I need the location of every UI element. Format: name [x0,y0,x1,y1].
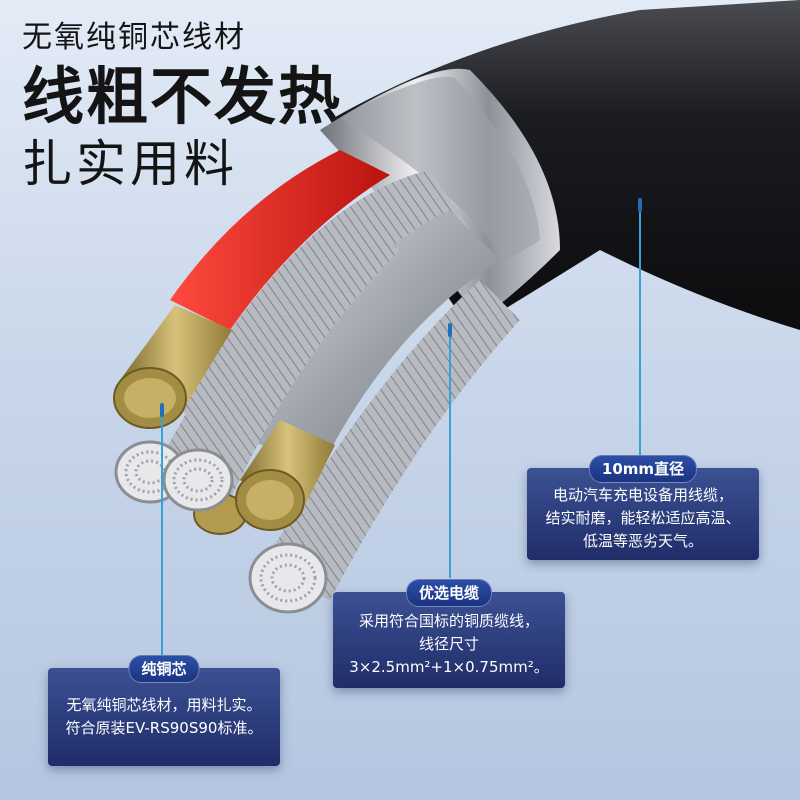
callout-core-line: 符合原装EV-RS90S90标准。 [65,719,263,737]
pointer-line-diameter [639,205,641,455]
copper-tip-right [235,420,335,531]
callout-cable-line: 采用符合国标的铜质缆线， [358,612,539,630]
strand-end-mid [162,448,234,512]
callout-cable-line: 线径尺寸 [418,635,479,653]
callout-diameter-line: 电动汽车充电设备用线缆， [552,486,733,504]
pointer-tip-cable [448,323,452,337]
callout-cable-line: 3×2.5mm²+1×0.75mm²。 [349,658,549,676]
callout-diameter-line: 结实耐磨，能轻松适应高温、 [545,509,741,527]
wire-red [170,150,390,330]
callout-cable: 优选电缆 采用符合国标的铜质缆线， 线径尺寸 3×2.5mm²+1×0.75mm… [333,579,565,688]
callout-cable-tag: 优选电缆 [405,579,493,607]
callout-diameter: 10mm直径 电动汽车充电设备用线缆， 结实耐磨，能轻松适应高温、 低温等恶劣天… [527,455,759,560]
pointer-tip-diameter [638,198,642,212]
wire-strands-left [150,220,400,500]
wire-strands-front [260,280,520,600]
callout-core-tag: 纯铜芯 [128,655,200,683]
callout-diameter-tag: 10mm直径 [588,455,698,483]
headline-tagline: 扎实用料 [22,135,238,193]
callout-core: 纯铜芯 无氧纯铜芯线材，用料扎实。 符合原装EV-RS90S90标准。 [48,655,280,766]
headline-title: 线粗不发热 [22,60,343,133]
pointer-tip-core [160,403,164,417]
strand-end-front [248,542,328,614]
wire-grey [250,210,500,470]
pointer-line-core [161,410,163,655]
copper-tip-left [113,305,232,429]
headline-subtitle: 无氧纯铜芯线材 [22,20,246,55]
cable-collar-inner [340,76,540,262]
callout-core-line: 无氧纯铜芯线材，用料扎实。 [66,696,262,714]
headline: 无氧纯铜芯线材 线粗不发热 扎实用料 [22,18,342,194]
callout-diameter-line: 低温等恶劣天气。 [582,532,703,550]
pointer-line-cable [449,330,451,578]
